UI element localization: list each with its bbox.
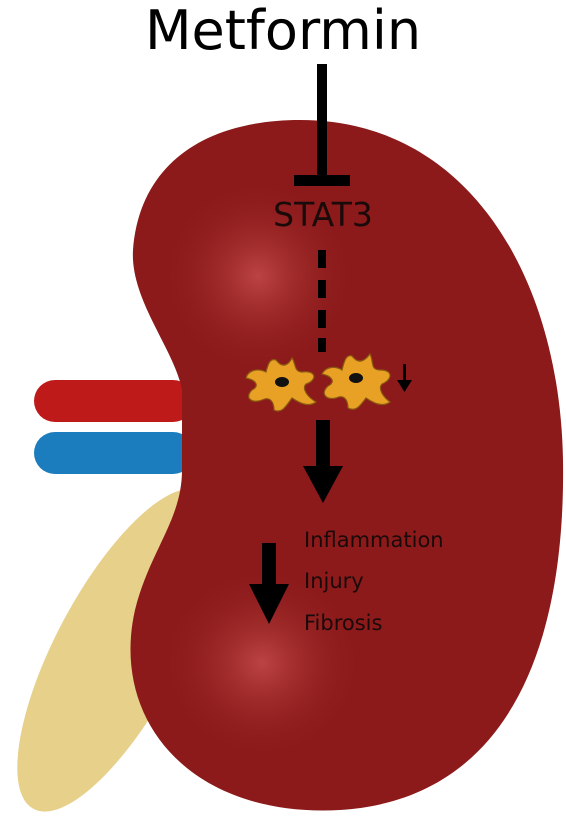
- drug-label: Metformin: [144, 0, 422, 62]
- macrophage-icon: [245, 356, 318, 412]
- down-arrow-icon: [303, 420, 343, 503]
- outcome-injury: Injury: [304, 569, 364, 593]
- macrophage-icon: [321, 352, 392, 410]
- renal-vein: [34, 432, 194, 474]
- decrease-arrow-icon: [397, 364, 412, 392]
- target-label: STAT3: [273, 195, 373, 234]
- outcome-decrease-arrow-icon: [249, 543, 289, 624]
- dashed-link: [318, 250, 326, 352]
- renal-artery: [34, 380, 194, 422]
- inhibition-line: [317, 64, 327, 176]
- kidney-highlight-top: [158, 176, 358, 376]
- outcome-fibrosis: Fibrosis: [304, 611, 383, 635]
- kidney-highlight-bottom: [157, 563, 367, 763]
- outcome-inflammation: Inflammation: [304, 528, 444, 552]
- inhibition-bar: [294, 175, 350, 186]
